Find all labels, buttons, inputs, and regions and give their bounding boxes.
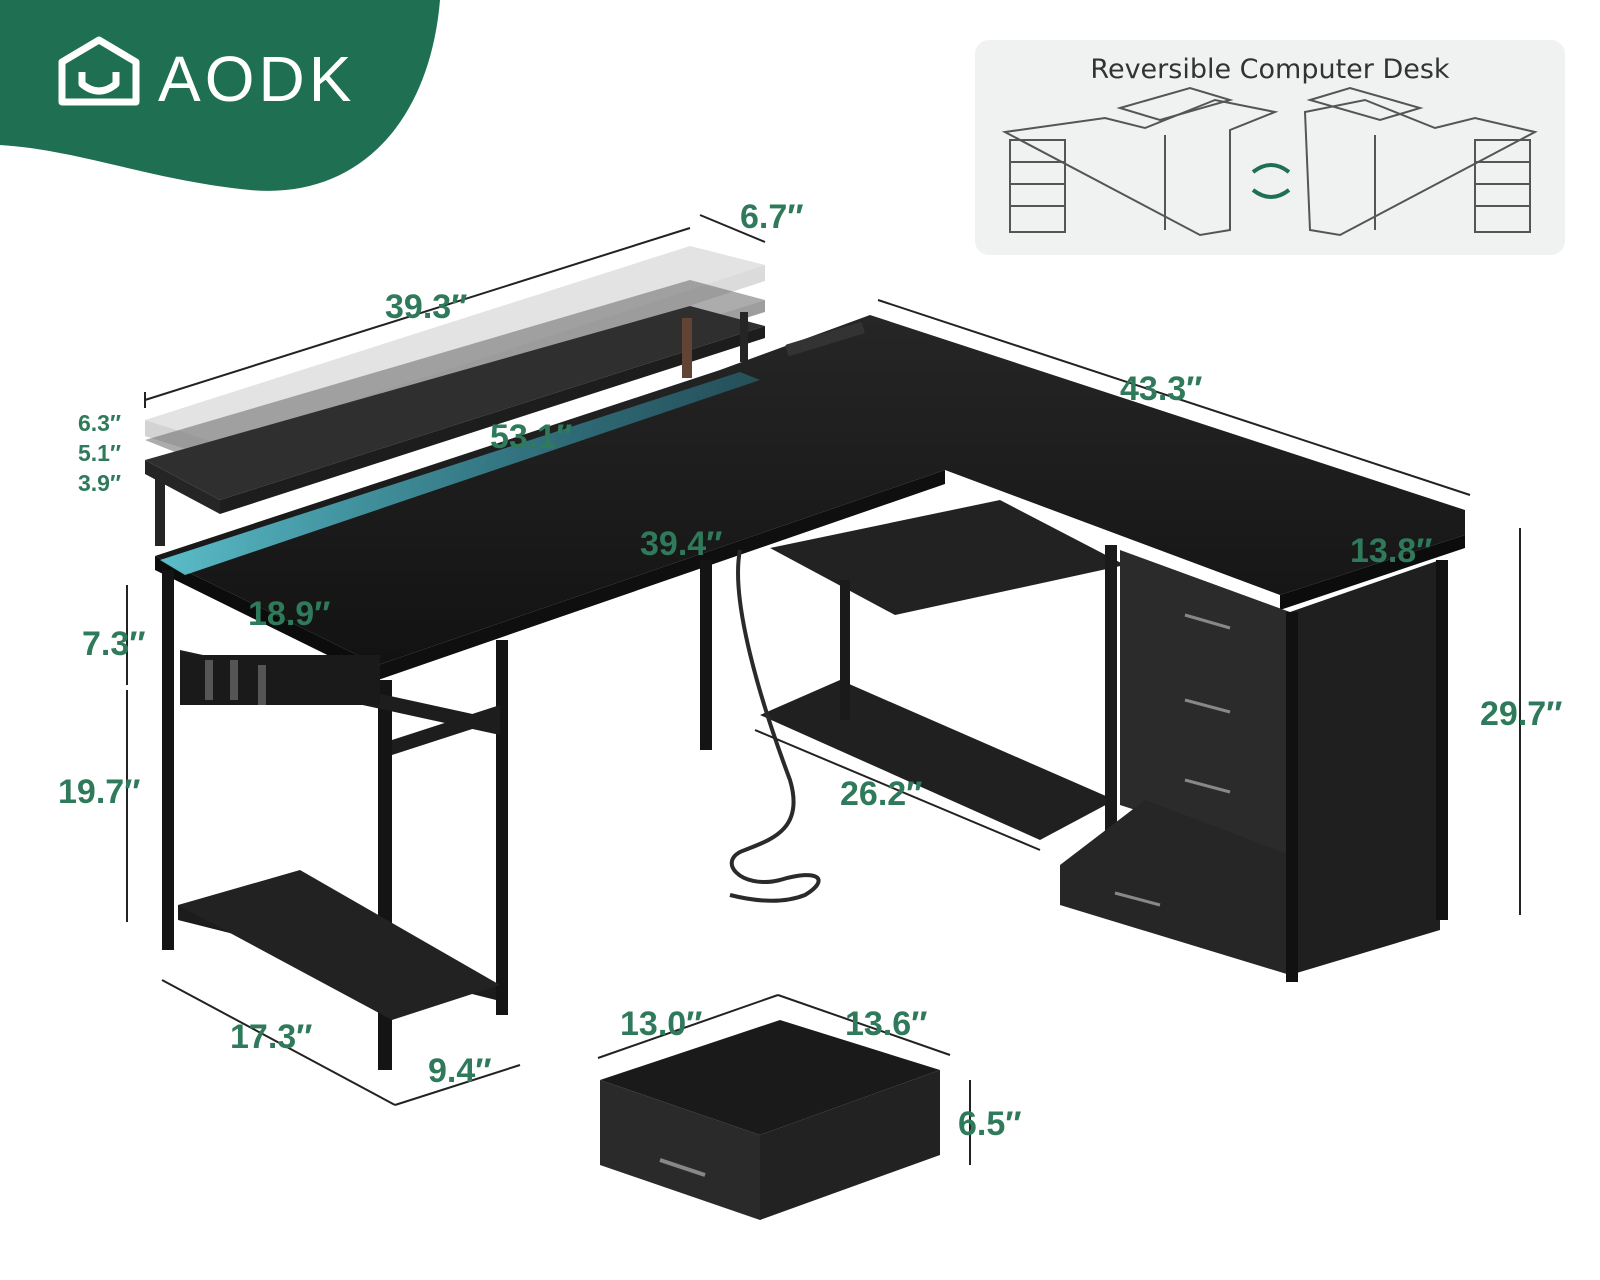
power-cord	[729, 549, 821, 903]
reversible-inset: Reversible Computer Desk	[975, 40, 1565, 255]
dim-shelf-gap: 7.3″	[82, 625, 146, 663]
monitor-riser	[145, 246, 765, 546]
right-desk-sketch	[1303, 86, 1538, 237]
inset-title: Reversible Computer Desk	[1090, 54, 1450, 85]
dim-riser-height-1: 6.3″	[78, 410, 121, 436]
left-desk-sketch	[1001, 86, 1279, 237]
left-frame	[162, 560, 712, 1070]
fabric-drawer	[600, 1020, 940, 1220]
dim-total-height: 29.7″	[1480, 695, 1563, 733]
dim-drawer-depth: 13.6″	[845, 1005, 928, 1043]
dim-shelf-width: 17.3″	[230, 1018, 313, 1056]
dim-drawer-height: 6.5″	[958, 1105, 1022, 1143]
dim-bottom-shelf: 26.2″	[840, 775, 923, 813]
dim-riser-height-2: 5.1″	[78, 440, 121, 466]
house-logo-icon	[58, 36, 140, 106]
dim-riser-length: 39.3″	[385, 288, 468, 326]
reversible-desk-diagrams	[1001, 86, 1538, 237]
drawer-stack	[1060, 550, 1448, 982]
dim-drawer-width: 13.0″	[620, 1005, 703, 1043]
dim-lower-height: 19.7″	[58, 773, 141, 811]
swap-arrows-icon	[1251, 163, 1291, 199]
dim-shelf-depth: 9.4″	[428, 1052, 492, 1090]
dimension-lines	[126, 214, 1521, 1165]
dim-return-depth: 13.8″	[1350, 532, 1433, 570]
brand-wordmark: AODK	[158, 43, 356, 115]
dim-inner-length: 39.4″	[640, 525, 723, 563]
dim-riser-height-3: 3.9″	[78, 470, 121, 496]
return-shelves	[760, 500, 1125, 840]
dim-desk-depth: 18.9″	[248, 595, 331, 633]
dim-return-length: 43.3″	[1120, 370, 1203, 408]
dim-riser-depth: 6.7″	[740, 198, 804, 236]
desk-top	[155, 315, 1465, 680]
dim-desk-length: 53.1″	[490, 418, 573, 456]
